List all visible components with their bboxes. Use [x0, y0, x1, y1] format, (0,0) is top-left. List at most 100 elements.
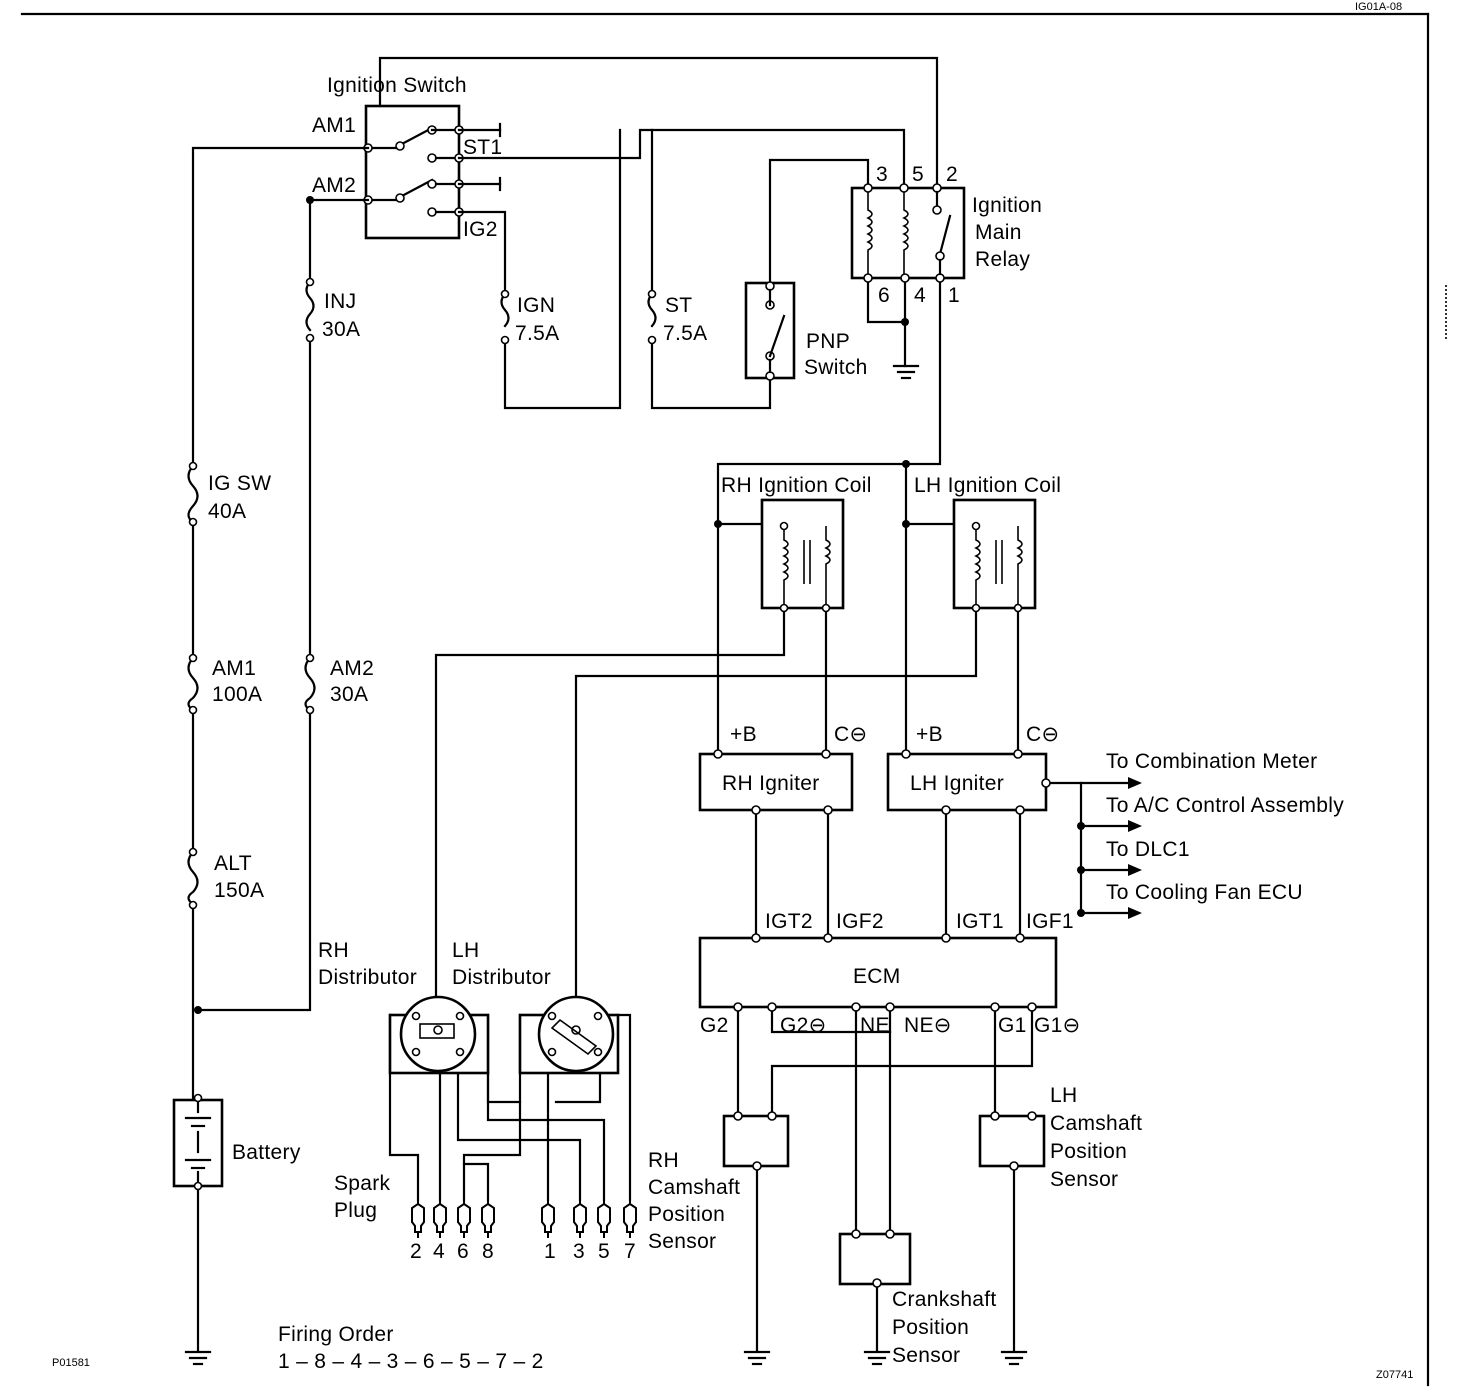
lh-camshaft-sensor	[978, 1111, 1046, 1171]
spark-plug-num-1: 1	[544, 1240, 556, 1263]
switch-terminal-ig2: IG2	[463, 218, 498, 241]
rh-cam-sensor-label-4: Sensor	[648, 1230, 716, 1253]
relay-label-3: Relay	[975, 248, 1030, 271]
relay-pin-5: 5	[912, 163, 924, 186]
lh-distributor-label-1: LH	[452, 939, 479, 962]
lh-distributor	[518, 995, 620, 1075]
ignition-main-relay	[850, 183, 966, 283]
corner-code-bottom-right: Z07741	[1376, 1369, 1413, 1381]
fuse-st	[647, 289, 657, 345]
firing-order-title: Firing Order	[278, 1323, 394, 1346]
fuse-am1	[187, 653, 199, 715]
spark-plug-num-8: 8	[482, 1240, 494, 1263]
ground-crank	[863, 1350, 891, 1366]
ground-battery	[184, 1350, 212, 1366]
fuse-am2-name: AM2	[330, 657, 374, 680]
rh-igniter-label: RH Igniter	[722, 772, 820, 795]
lh-igniter-c-minus: C⊖	[1026, 723, 1059, 746]
spark-plug-num-6: 6	[457, 1240, 469, 1263]
fuse-alt-name: ALT	[214, 852, 252, 875]
lh-igniter-label: LH Igniter	[910, 772, 1004, 795]
fuse-st-rating: 7.5A	[663, 322, 707, 345]
spark-plug-icon	[597, 1200, 611, 1233]
relay-pin-3: 3	[876, 163, 888, 186]
pnp-switch-label-2: Switch	[804, 356, 868, 379]
pnp-switch-label-1: PNP	[806, 330, 850, 353]
spark-plug-icon	[541, 1200, 555, 1233]
rh-igniter-plus-b: +B	[730, 723, 757, 746]
spark-plug-label-2: Plug	[334, 1199, 377, 1222]
crankshaft-sensor	[838, 1229, 912, 1288]
ecm-pin-ne: NE	[860, 1014, 890, 1037]
rh-igniter	[698, 749, 854, 815]
crank-sensor-label-1: Crankshaft	[892, 1288, 997, 1311]
ecm-pin-igt1: IGT1	[956, 910, 1004, 933]
fuse-ign-name: IGN	[517, 294, 555, 317]
rh-cam-sensor-label-1: RH	[648, 1149, 679, 1172]
lh-igniter	[886, 749, 1051, 815]
ecm-pin-g1-minus: G1⊖	[1034, 1014, 1081, 1037]
spark-plug-icon	[433, 1200, 447, 1233]
fuse-ign-rating: 7.5A	[515, 322, 559, 345]
relay-pin-4: 4	[914, 284, 926, 307]
ecm-pin-igt2: IGT2	[765, 910, 813, 933]
fuse-am2	[304, 653, 316, 715]
relay-pin-2: 2	[946, 163, 958, 186]
switch-terminal-st1: ST1	[463, 136, 502, 159]
fuse-st-name: ST	[665, 294, 692, 317]
rh-distributor-label-1: RH	[318, 939, 349, 962]
spark-plug-num-7: 7	[624, 1240, 636, 1263]
diagram-frame	[20, 12, 1447, 1387]
ecm-pin-ne-minus: NE⊖	[904, 1014, 952, 1037]
rh-camshaft-sensor	[722, 1111, 790, 1171]
crank-sensor-label-2: Position	[892, 1316, 969, 1339]
fuse-am2-rating: 30A	[330, 683, 368, 706]
output-combination-meter: To Combination Meter	[1106, 750, 1317, 773]
fuse-inj-name: INJ	[324, 290, 356, 313]
ground-rh-cam	[743, 1350, 771, 1366]
output-ac-control: To A/C Control Assembly	[1106, 794, 1344, 817]
rh-igniter-c-minus: C⊖	[834, 723, 867, 746]
ignition-switch-title: Ignition Switch	[327, 74, 467, 97]
spark-plug-label-1: Spark	[334, 1172, 391, 1195]
fuse-ig-sw	[187, 461, 199, 527]
lh-ignition-coil	[952, 498, 1037, 613]
crank-sensor-label-3: Sensor	[892, 1344, 960, 1367]
spark-plug-icon	[457, 1200, 471, 1233]
junctions	[194, 196, 1085, 1014]
rh-cam-sensor-label-2: Camshaft	[648, 1176, 740, 1199]
fuse-alt-rating: 150A	[214, 879, 264, 902]
output-dlc1: To DLC1	[1106, 838, 1190, 861]
ground-relay	[892, 364, 920, 380]
corner-code-bottom-left: P01581	[52, 1357, 90, 1369]
spark-plug-icon	[623, 1200, 637, 1233]
fuse-ig-sw-name: IG SW	[208, 472, 271, 495]
lh-ignition-coil-label: LH Ignition Coil	[914, 474, 1061, 497]
rh-distributor	[388, 995, 490, 1075]
output-arrows	[1128, 777, 1142, 919]
rh-cam-sensor-label-3: Position	[648, 1203, 725, 1226]
spark-plug-num-2: 2	[410, 1240, 422, 1263]
spark-plug-num-3: 3	[573, 1240, 585, 1263]
fuse-am1-rating: 100A	[212, 683, 262, 706]
ecm-pin-igf2: IGF2	[836, 910, 884, 933]
spark-plug-num-4: 4	[433, 1240, 445, 1263]
lh-distributor-label-2: Distributor	[452, 966, 551, 989]
ground-lh-cam	[1000, 1350, 1028, 1366]
lh-cam-sensor-label-4: Sensor	[1050, 1168, 1118, 1191]
rh-distributor-label-2: Distributor	[318, 966, 417, 989]
fuse-alt	[187, 847, 199, 910]
switch-terminal-am2: AM2	[312, 174, 356, 197]
ignition-switch	[363, 104, 502, 240]
lh-igniter-plus-b: +B	[916, 723, 943, 746]
ecm-label: ECM	[853, 965, 901, 988]
lh-cam-sensor-label-2: Camshaft	[1050, 1112, 1142, 1135]
rh-ignition-coil-label: RH Ignition Coil	[721, 474, 872, 497]
corner-code-top-right: IG01A-08	[1355, 1, 1402, 13]
fuse-am1-name: AM1	[212, 657, 256, 680]
relay-label-2: Main	[975, 221, 1022, 244]
fuse-ig-sw-rating: 40A	[208, 500, 246, 523]
spark-plug-icon	[481, 1200, 495, 1233]
ecm-pin-igf1: IGF1	[1026, 910, 1074, 933]
